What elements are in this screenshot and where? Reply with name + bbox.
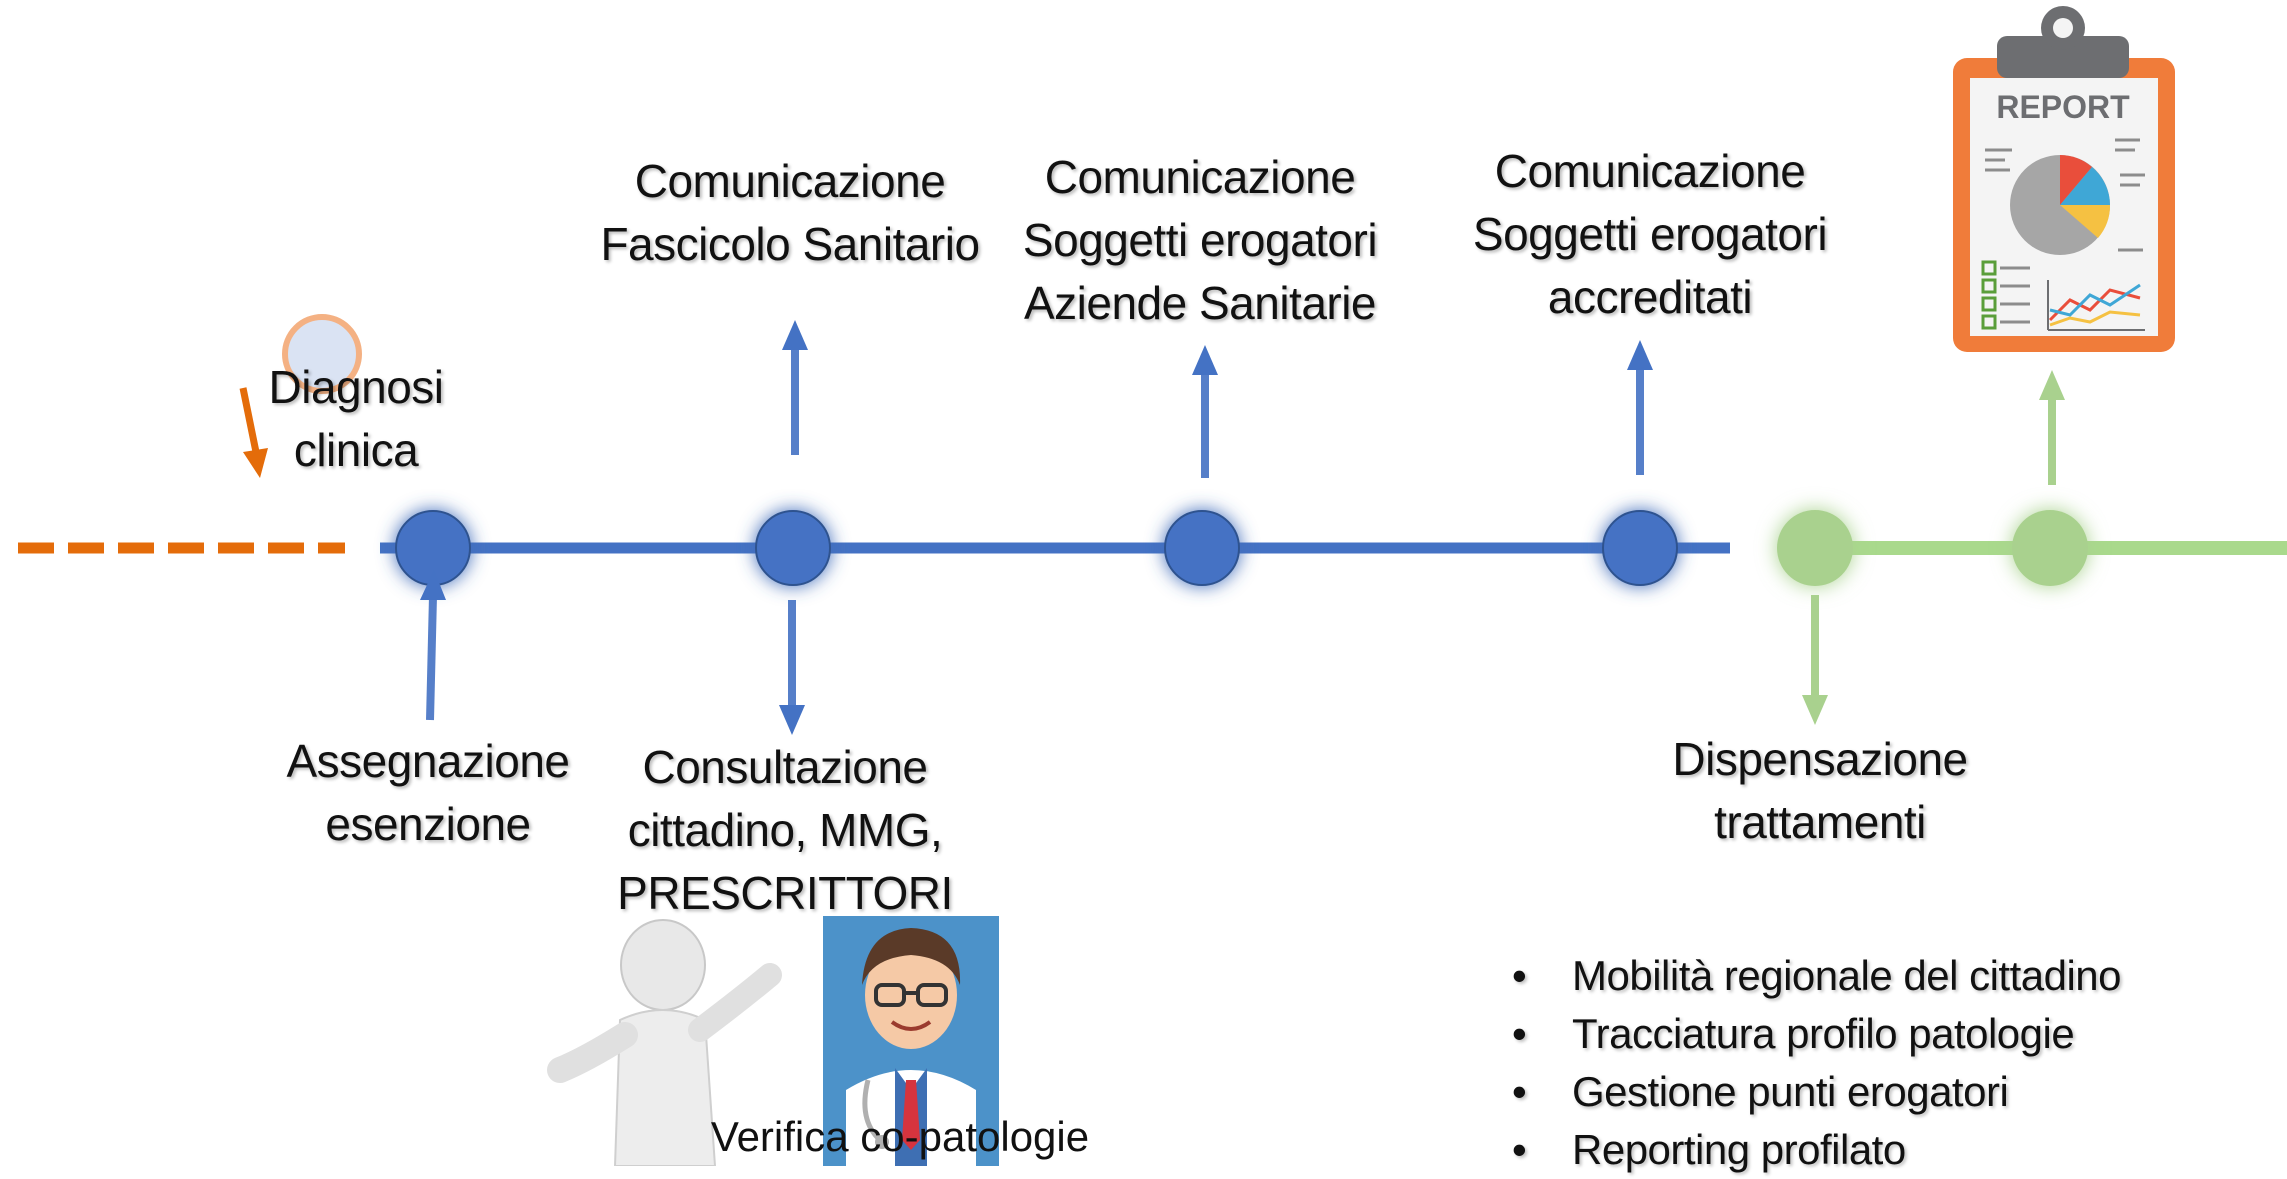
label-line: Aziende Sanitarie — [1023, 277, 1377, 329]
bullet-item: Mobilità regionale del cittadino — [1512, 947, 2122, 1005]
label-line: Fascicolo Sanitario — [600, 218, 980, 270]
doctor-avatar-icon — [823, 916, 999, 1166]
label-line: Assegnazione — [286, 735, 570, 787]
arrow-down-dispensazione — [1802, 595, 1828, 725]
arrow-up-aziende — [1192, 345, 1218, 478]
label-line: trattamenti — [1714, 796, 1926, 848]
label-line: Comunicazione — [634, 155, 946, 207]
node-aziende — [1164, 510, 1240, 586]
label-line: Diagnosi — [268, 361, 445, 413]
orange-arrow-shaft — [239, 387, 260, 453]
label-line: Comunicazione — [1044, 151, 1356, 203]
diagnosi-marker-circle — [282, 314, 362, 394]
label-assegnazione-esenzione: Assegnazione esenzione — [268, 730, 588, 856]
report-title: REPORT — [1996, 89, 2130, 125]
node-dispensazione — [1777, 510, 1853, 586]
label-line: Dispensazione — [1672, 733, 1968, 785]
features-bullet-list: Mobilità regionale del cittadino Traccia… — [1512, 947, 2122, 1179]
node-report — [2012, 510, 2088, 586]
label-comunicazione-accreditati: Comunicazione Soggetti erogatori accredi… — [1450, 140, 1850, 329]
bullet-item: Reporting profilato — [1512, 1121, 2121, 1179]
label-line: esenzione — [325, 798, 531, 850]
label-consultazione: Consultazione cittadino, MMG, PRESCRITTO… — [590, 736, 980, 925]
label-dispensazione-trattamenti: Dispensazione trattamenti — [1630, 728, 2010, 854]
bullet-item: Tracciatura profilo patologie — [1512, 1005, 2121, 1063]
label-line: cittadino, MMG, — [627, 804, 943, 856]
arrow-up-assegnazione — [420, 570, 446, 721]
label-line: clinica — [293, 424, 419, 476]
node-accreditati — [1602, 510, 1678, 586]
arrow-up-report — [2039, 370, 2065, 485]
label-comunicazione-aziende: Comunicazione Soggetti erogatori Aziende… — [1000, 146, 1400, 335]
label-line: Consultazione — [642, 741, 928, 793]
label-line: Soggetti erogatori — [1472, 208, 1828, 260]
bullet-item: Gestione punti erogatori — [1512, 1063, 2121, 1121]
label-line: Comunicazione — [1494, 145, 1806, 197]
label-diagnosi-clinica: Diagnosi clinica — [236, 356, 476, 482]
arrow-up-accreditati — [1627, 340, 1653, 475]
orange-arrow-head — [243, 448, 268, 478]
arrow-down-consultazione — [779, 600, 805, 735]
caption-verifica-copatologie: Verifica co-patologie — [710, 1113, 1090, 1160]
label-line: Soggetti erogatori — [1022, 214, 1378, 266]
report-clipboard-icon: REPORT — [1953, 6, 2175, 352]
label-comunicazione-fascicolo: Comunicazione Fascicolo Sanitario — [580, 150, 1000, 276]
person-figure-icon — [547, 919, 782, 1166]
arrow-up-fascicolo — [782, 320, 808, 455]
node-fascicolo — [755, 510, 831, 586]
label-line: accreditati — [1547, 271, 1753, 323]
label-line: PRESCRITTORI — [617, 867, 953, 919]
